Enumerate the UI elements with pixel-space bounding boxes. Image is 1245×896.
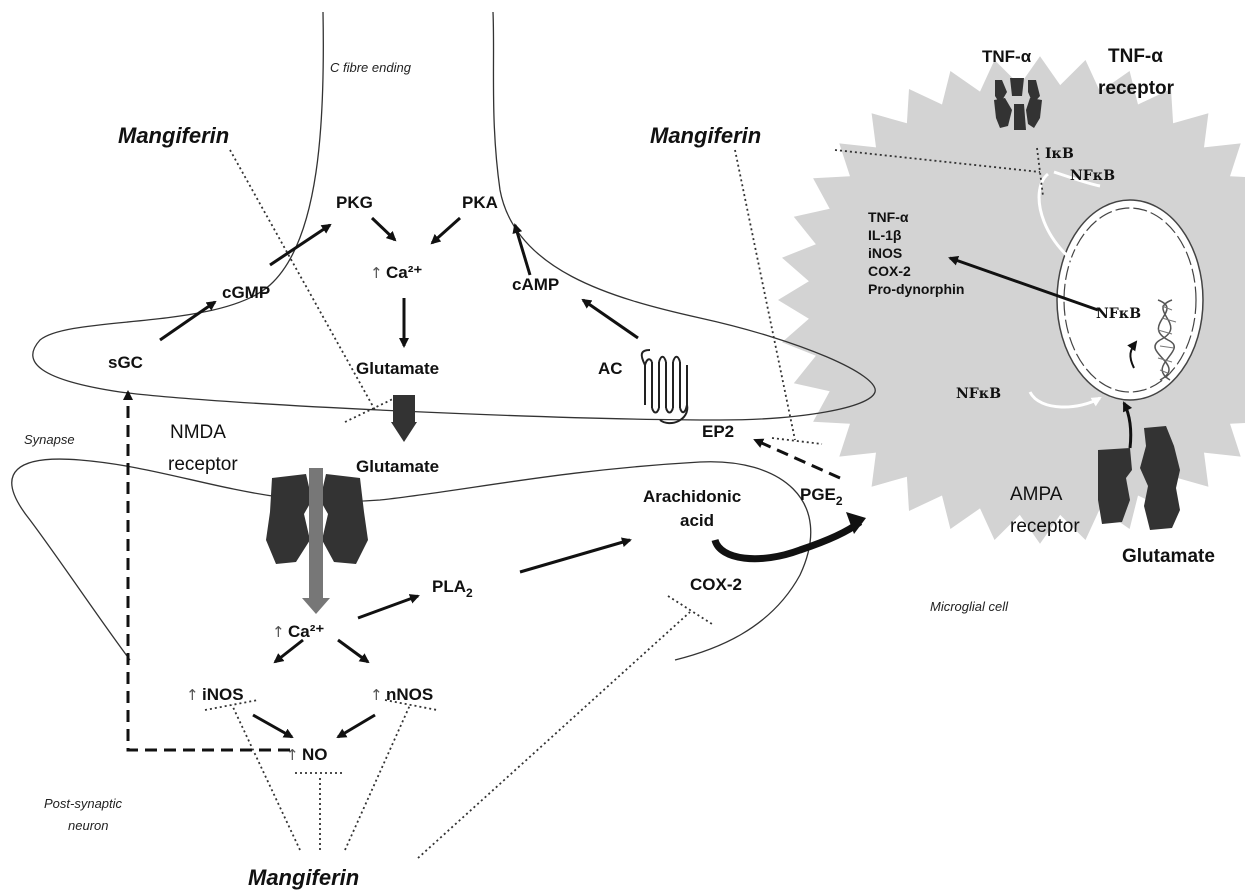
ampa-signal-arrow [1122, 401, 1133, 449]
pge2-to-ep2-dashed-arrow [753, 438, 841, 480]
inos-label: iNOS [202, 685, 244, 704]
camp-label: cAMP [512, 275, 559, 294]
pkg-label: PKG [336, 193, 373, 212]
nfkb-cytoplasm-label: NFκB [1070, 168, 1115, 184]
nmda-label-line2: receptor [168, 454, 238, 475]
pkg-to-ca-arrow [370, 216, 397, 242]
mangiferin-label-bottom: Mangiferin [248, 865, 359, 890]
mediator-list: TNF-α IL-1β iNOS COX-2 Pro-dynorphin [868, 209, 964, 297]
inos-inhibition-tbar [204, 699, 259, 711]
mangiferin-glutamate-inhibition-line [229, 149, 376, 411]
nfkb-entry-label: NFκB [956, 386, 1001, 402]
inos-to-no-arrow [252, 713, 294, 739]
ca-top-label: Ca²⁺ [386, 263, 422, 282]
ca-to-inos-arrow [273, 638, 304, 664]
nnos-to-no-arrow [336, 713, 376, 739]
mangiferin-label-right: Mangiferin [650, 123, 761, 148]
pka-to-ca-arrow [430, 216, 461, 245]
c-fibre-ending-label: C fibre ending [330, 60, 412, 75]
cox2-label: COX-2 [690, 575, 742, 594]
no-label: NO [302, 745, 328, 764]
arachidonic-label-line2: acid [680, 511, 714, 530]
postsynaptic-membrane [11, 458, 812, 661]
glutamate-pre-label: Glutamate [356, 359, 439, 378]
glutamate-microglia-label: Glutamate [1122, 546, 1215, 567]
ca-bottom-up-arrow: ↑ [272, 623, 285, 641]
ca-to-pla2-arrow [357, 594, 420, 620]
glutamate-synapse-label: Glutamate [356, 457, 439, 476]
ep2-label: EP2 [702, 422, 734, 441]
cgmp-label: cGMP [222, 283, 270, 302]
camp-to-pka-arrow [512, 223, 532, 276]
microglial-cell-body [778, 56, 1245, 544]
nnos-up-arrow: ↑ [370, 686, 383, 704]
nnos-label: nNOS [386, 685, 433, 704]
pla2-label: PLA2 [432, 577, 473, 600]
cgmp-to-pkg-arrow [269, 223, 332, 267]
mangiferin-inos-inhibition-line [231, 704, 301, 851]
dna-helix-icon [1154, 299, 1177, 381]
post-synaptic-label-line1: Post-synaptic [44, 796, 123, 811]
nmda-receptor [266, 474, 368, 564]
post-synaptic-label-line2: neuron [68, 818, 108, 833]
nfkb-entry-arrow [1028, 391, 1102, 409]
mediator-item: TNF-α [868, 209, 909, 225]
cox2-conversion-arrowhead [846, 512, 866, 534]
tnf-alpha-label: TNF-α [982, 47, 1032, 66]
tnf-alpha-molecule [995, 78, 1040, 104]
cox2-conversion-arrow [711, 519, 863, 563]
mediator-item: IL-1β [868, 227, 902, 243]
no-up-arrow: ↑ [286, 746, 299, 764]
ampa-label-line1: AMPA [1010, 484, 1063, 505]
ac-receptor-icon [640, 349, 689, 425]
ikb-release-arrow [1053, 170, 1101, 188]
tnf-receptor-label-line2: receptor [1098, 78, 1175, 99]
sgc-label: sGC [108, 353, 143, 372]
mangiferin-nnos-inhibition-line [344, 704, 411, 851]
ca-bottom-label: Ca²⁺ [288, 622, 324, 641]
mediator-item: iNOS [868, 245, 902, 261]
dna-binding-arrow [1127, 340, 1138, 369]
glutamate-inhibition-tbar [344, 397, 396, 423]
mangiferin-cox2-inhibition-line [417, 611, 691, 859]
pla2-to-arachidonic-arrow [519, 537, 632, 574]
ampa-label-line2: receptor [1010, 516, 1080, 537]
ac-to-camp-arrow [581, 298, 639, 340]
mediator-item: Pro-dynorphin [868, 281, 964, 297]
nmda-channel-arrowhead [302, 598, 330, 614]
tnf-alpha-receptor [994, 98, 1042, 130]
ca-to-nnos-arrow [337, 638, 370, 664]
nfkb-nucleus-label: NFκB [1096, 306, 1141, 322]
nfkb-inhibition-tbar [1036, 147, 1044, 197]
inos-up-arrow: ↑ [186, 686, 199, 704]
mangiferin-nfkb-inhibition-line [834, 149, 1041, 173]
ac-label: AC [598, 359, 623, 378]
ampa-receptor [1098, 426, 1180, 530]
pge2-label: PGE2 [800, 485, 843, 508]
synapse-label: Synapse [24, 432, 75, 447]
ikb-label: IκB [1045, 146, 1074, 162]
microglial-cell-label: Microglial cell [930, 599, 1009, 614]
ca-top-up-arrow: ↑ [370, 264, 383, 282]
nucleus [1056, 199, 1204, 401]
mangiferin-label-left: Mangiferin [118, 123, 229, 148]
tnf-receptor-label-line1: TNF-α [1108, 46, 1163, 67]
presynaptic-membrane [32, 11, 876, 421]
sgc-to-cgmp-arrow [159, 300, 217, 342]
mangiferin-ep2-inhibition-line [734, 149, 796, 441]
cox2-inhibition-tbar [667, 595, 713, 625]
nfkb-translocation-arrow [1037, 172, 1102, 280]
nmda-label-line1: NMDA [170, 422, 226, 443]
glutamate-release-arrowhead [391, 422, 417, 442]
nnos-inhibition-tbar [384, 699, 438, 711]
no-to-sgc-dashed-arrow [123, 390, 290, 752]
mediator-item: COX-2 [868, 263, 911, 279]
nfkb-to-mediators-arrow [948, 255, 1099, 312]
arachidonic-label-line1: Arachidonic [643, 487, 741, 506]
ep2-inhibition-tbar [771, 437, 823, 445]
pka-label: PKA [462, 193, 498, 212]
